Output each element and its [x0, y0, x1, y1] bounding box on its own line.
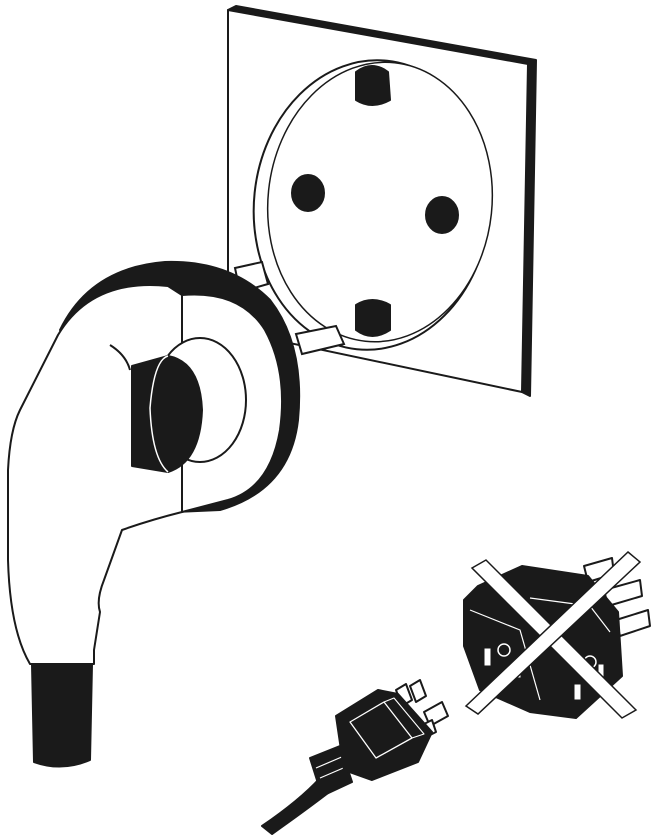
three-prong-plug-icon: [262, 680, 448, 834]
angled-plug-icon: [8, 262, 299, 767]
